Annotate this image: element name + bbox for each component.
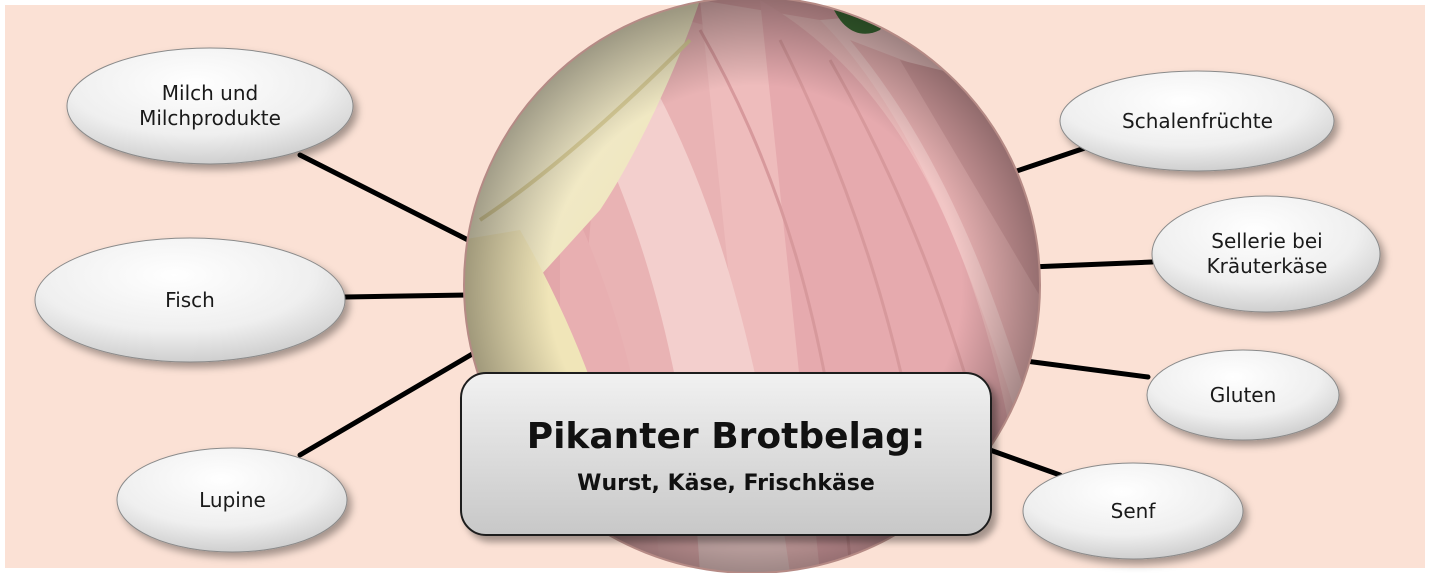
title-box: Pikanter Brotbelag: Wurst, Käse, Frischk… bbox=[460, 372, 992, 536]
node-label-milch: Milch und Milchprodukte bbox=[90, 66, 330, 146]
node-label-sellerie: Sellerie bei Kräuterkäse bbox=[1162, 214, 1372, 294]
diagram-subtitle: Wurst, Käse, Frischkäse bbox=[577, 471, 875, 496]
connector-gluten bbox=[1018, 360, 1148, 377]
connector-sellerie bbox=[1030, 262, 1152, 267]
node-label-gluten: Gluten bbox=[1160, 365, 1326, 425]
connector-fisch bbox=[345, 295, 468, 297]
connector-senf bbox=[990, 450, 1060, 475]
node-label-senf: Senf bbox=[1033, 481, 1233, 541]
diagram-title: Pikanter Brotbelag: bbox=[527, 413, 926, 461]
connector-milch bbox=[300, 155, 472, 242]
node-label-schalenfruechte: Schalenfrüchte bbox=[1075, 91, 1320, 151]
node-label-fisch: Fisch bbox=[60, 270, 320, 330]
connector-lupine bbox=[300, 353, 474, 455]
node-label-lupine: Lupine bbox=[130, 470, 335, 530]
